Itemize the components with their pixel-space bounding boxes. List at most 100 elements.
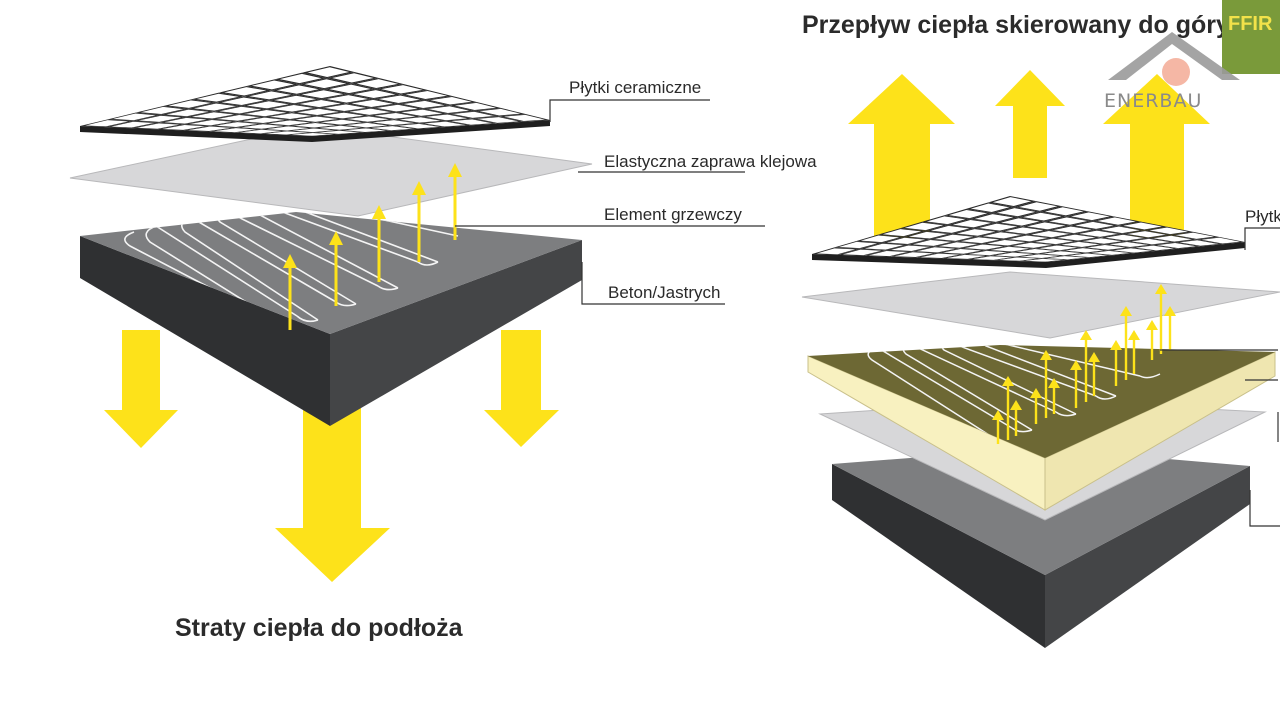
ceramic-tile xyxy=(1065,248,1104,253)
label-heating-element: Element grzewczy xyxy=(604,205,742,224)
ceramic-tile xyxy=(450,119,492,125)
caption-heat-loss: Straty ciepła do podłoża xyxy=(175,614,464,642)
ceramic-tile xyxy=(217,114,260,121)
logo-banner-text: FFIR xyxy=(1228,13,1273,35)
ceramic-tile xyxy=(1091,250,1130,255)
ceramic-tile xyxy=(1179,240,1219,246)
ceramic-tile xyxy=(946,254,986,259)
ceramic-tile xyxy=(353,90,396,99)
ceramic-tile xyxy=(1149,227,1188,235)
heat-arrow xyxy=(1010,400,1022,410)
ceramic-tile xyxy=(291,132,334,136)
ceramic-tile xyxy=(1046,256,1086,260)
heat-arrow xyxy=(1164,306,1176,316)
ceramic-tile xyxy=(251,80,294,90)
ceramic-tile xyxy=(982,232,1022,239)
ceramic-tile xyxy=(1079,230,1118,237)
ceramic-tile xyxy=(1061,241,1100,247)
ceramic-tile xyxy=(319,125,361,130)
ceramic-tile xyxy=(894,252,934,258)
ceramic-tile xyxy=(1035,238,1074,245)
ceramic-tile xyxy=(405,91,448,100)
up-arrow-right xyxy=(1103,74,1210,238)
enerbau-logo: FFIR ENERBAU xyxy=(1104,0,1280,112)
ceramic-tile xyxy=(990,246,1030,252)
ceramic-tile xyxy=(274,95,317,104)
heat-arrow xyxy=(1070,360,1082,370)
ceramic-tile xyxy=(992,197,1032,207)
tiles-layer-right xyxy=(812,196,1245,268)
heat-arrow xyxy=(1080,330,1092,340)
ceramic-tile xyxy=(904,222,944,231)
ceramic-tile xyxy=(952,220,992,228)
ceramic-tile xyxy=(356,79,399,88)
ceramic-tile xyxy=(1004,227,1044,234)
ceramic-tile xyxy=(1075,221,1114,229)
ceramic-tile xyxy=(998,257,1038,261)
ceramic-tile xyxy=(938,242,978,248)
ceramic-tile xyxy=(189,119,233,126)
ceramic-tile xyxy=(1027,222,1066,230)
ceramic-tile xyxy=(1009,235,1048,242)
ceramic-tile xyxy=(1135,245,1174,251)
ceramic-tile xyxy=(344,128,387,133)
ceramic-tile xyxy=(136,123,180,129)
ceramic-tile xyxy=(292,128,335,133)
ceramic-tile xyxy=(279,73,322,84)
ceramic-tile xyxy=(164,117,207,124)
ceramic-tile xyxy=(477,117,519,123)
concrete-side-right xyxy=(330,240,582,426)
ceramic-tile xyxy=(424,121,466,127)
heat-arrow xyxy=(1030,388,1042,398)
ceramic-tile xyxy=(996,208,1036,217)
heat-arrow xyxy=(1128,330,1140,340)
ceramic-tile xyxy=(276,85,319,94)
ceramic-tile xyxy=(265,131,308,135)
ceramic-tile xyxy=(1105,234,1144,241)
adhesive-layer xyxy=(69,125,593,217)
ceramic-tile xyxy=(1045,207,1084,216)
ceramic-tile xyxy=(351,99,393,108)
ceramic-tile xyxy=(301,90,344,99)
ceramic-tile xyxy=(241,124,284,129)
heat-arrow xyxy=(1040,350,1052,360)
ceramic-tile xyxy=(1020,254,1060,259)
ceramic-tile xyxy=(246,101,289,109)
ceramic-tile xyxy=(948,209,988,219)
ceramic-tile xyxy=(1024,258,1064,262)
ceramic-tile xyxy=(864,243,904,250)
down-arrow-left xyxy=(104,330,178,448)
ceramic-tile xyxy=(1000,218,1040,226)
ceramic-tile xyxy=(193,103,237,111)
ceramic-tile xyxy=(271,105,314,112)
label-tiles-right-partial: Płytk xyxy=(1245,207,1280,226)
down-arrow-right xyxy=(484,330,559,447)
ceramic-tile xyxy=(978,223,1018,231)
ceramic-tile xyxy=(397,123,440,129)
ceramic-tile xyxy=(986,240,1026,246)
tiles-layer xyxy=(80,66,550,142)
heat-arrow xyxy=(1120,306,1132,316)
ceramic-tile xyxy=(972,256,1012,260)
ceramic-tile xyxy=(1123,222,1162,230)
logo-banner xyxy=(1222,0,1280,74)
ceramic-tile xyxy=(266,126,309,131)
ceramic-tile xyxy=(219,106,262,114)
ceramic-tile xyxy=(1201,237,1241,244)
ceramic-tile xyxy=(1012,242,1052,248)
concrete-top xyxy=(80,212,582,334)
heat-arrow xyxy=(1155,284,1167,294)
ceramic-tile xyxy=(239,129,282,134)
ceramic-tile xyxy=(479,108,521,116)
ceramic-tile xyxy=(85,120,129,127)
ceramic-tile xyxy=(964,244,1004,250)
up-arrow-left xyxy=(848,74,955,238)
label-concrete: Beton/Jastrych xyxy=(608,283,720,302)
ceramic-tile xyxy=(920,253,960,258)
heat-up-arrows xyxy=(848,70,1210,238)
ceramic-tile xyxy=(374,112,416,119)
heat-loss-arrows xyxy=(104,330,559,582)
heat-arrow xyxy=(1048,378,1060,388)
ceramic-tile xyxy=(214,128,257,133)
